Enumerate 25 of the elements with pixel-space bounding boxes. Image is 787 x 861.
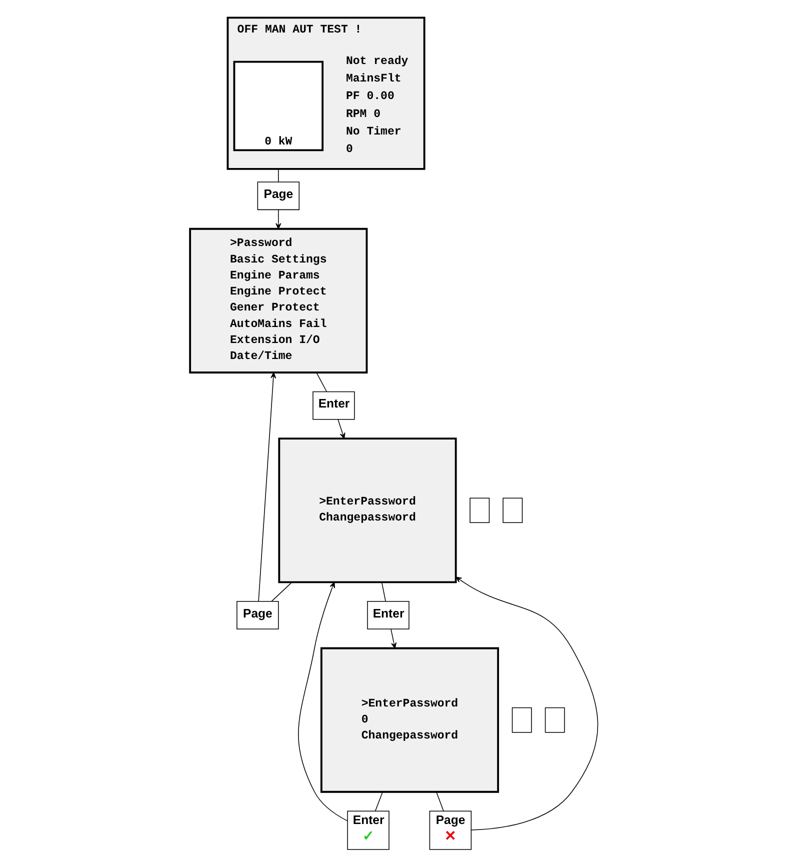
- node-box: [511, 707, 532, 733]
- connector: [436, 792, 444, 812]
- connector: [374, 792, 382, 812]
- arrow: [258, 372, 276, 602]
- arrow: [337, 419, 345, 439]
- connector: [380, 582, 386, 602]
- node-box: [544, 707, 564, 733]
- node-box: >Password Basic Settings Engine Params Engine Protect Gener Protect AutoMains Fail Extension I/O Date/Time: [188, 228, 368, 374]
- arrow: [298, 582, 348, 822]
- node-box: Page: [256, 182, 300, 210]
- node-box: Page: [236, 601, 278, 630]
- arrow: [455, 576, 598, 830]
- arrow: [275, 209, 281, 230]
- connector: [270, 582, 292, 602]
- node-box: >EnterPassword 0 Changepassword: [320, 647, 499, 793]
- connector: [316, 372, 327, 392]
- node-box: >EnterPassword Changepassword: [278, 438, 456, 584]
- node-box: [469, 498, 490, 524]
- arrow: [390, 628, 396, 649]
- node-box: [502, 498, 522, 524]
- node-box: Page ✕: [428, 810, 472, 850]
- node-box: Enter: [366, 601, 409, 630]
- node-box: Enter ✓: [346, 810, 389, 850]
- node-box: 0 kW: [232, 60, 324, 152]
- node-box: Enter: [312, 391, 354, 420]
